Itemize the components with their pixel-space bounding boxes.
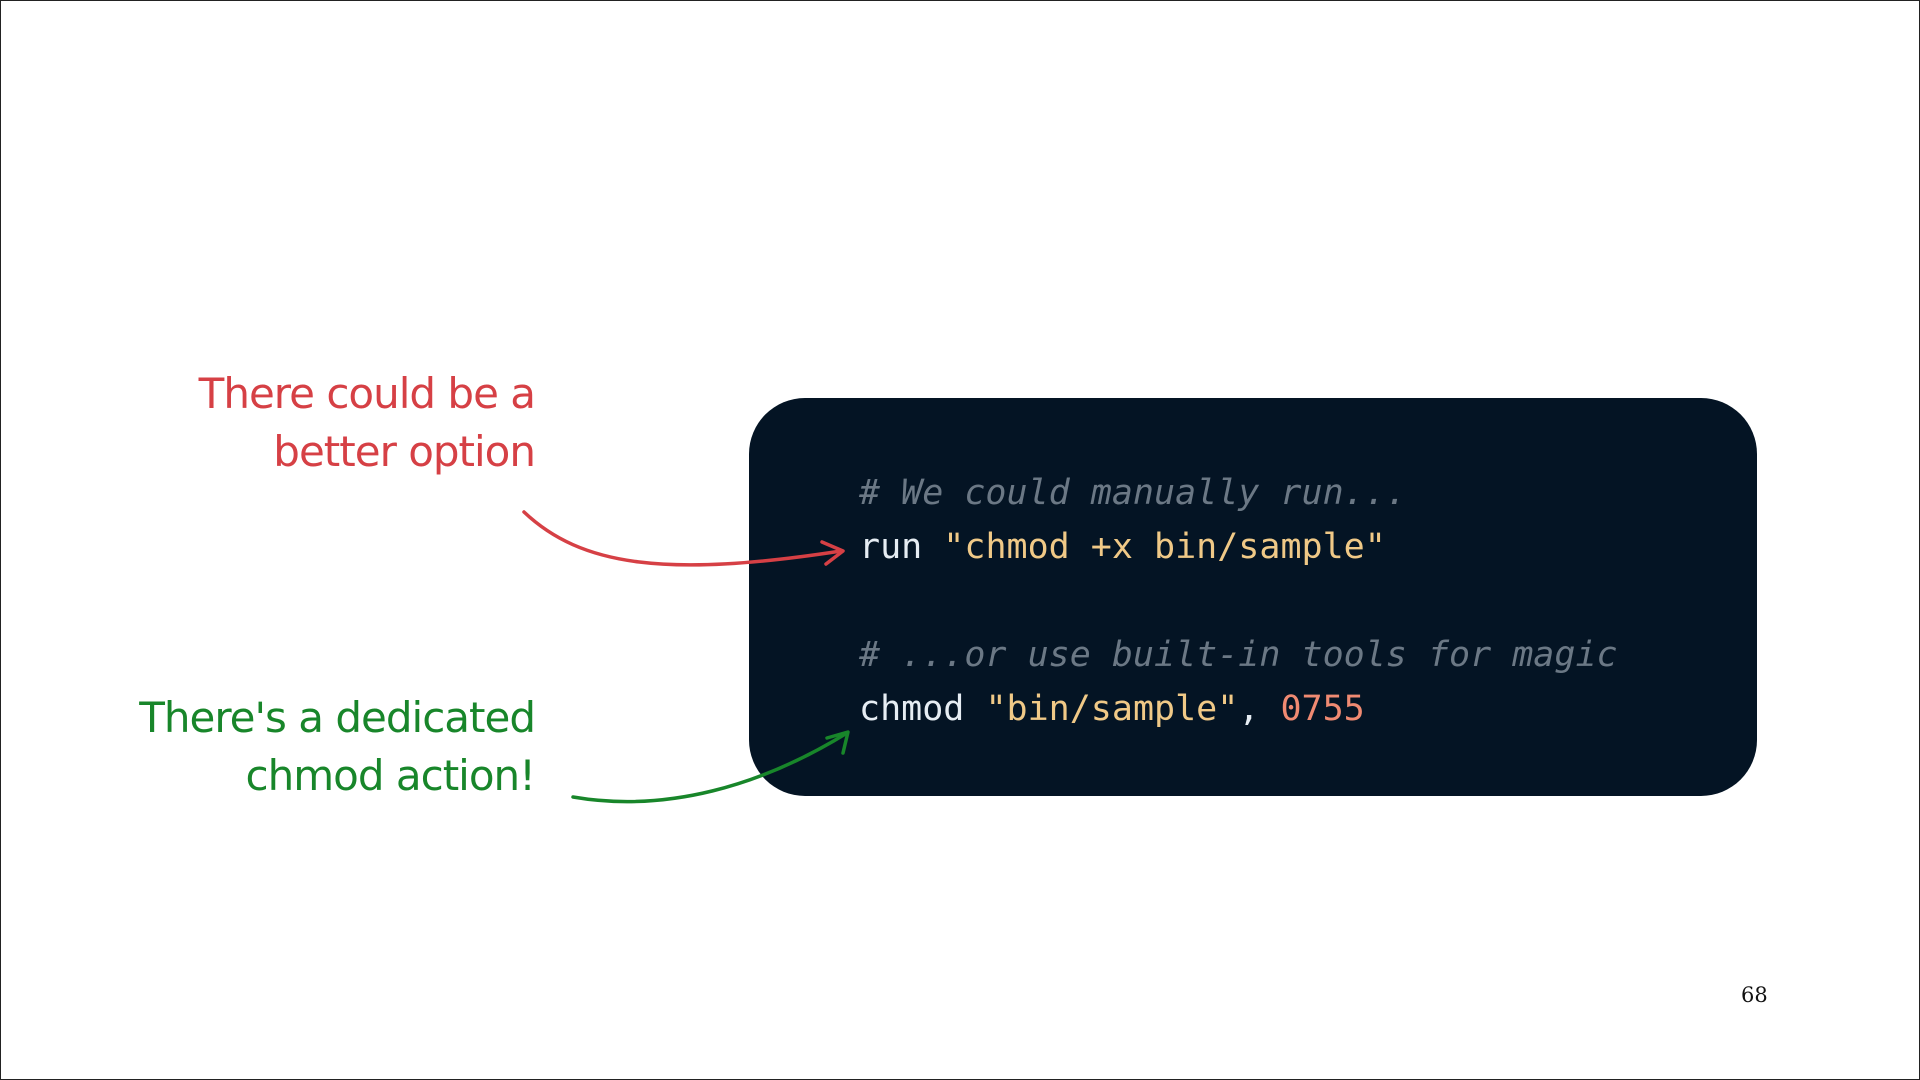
code-comment: # We could manually run... bbox=[859, 473, 1407, 513]
annotation-line: There's a dedicated bbox=[139, 693, 536, 742]
code-line-chmod: chmod "bin/sample", 0755 bbox=[859, 682, 1757, 736]
code-string: "chmod +x bin/sample" bbox=[943, 527, 1386, 567]
code-line-comment-builtin: # ...or use built-in tools for magic bbox=[859, 628, 1757, 682]
annotation-better-option: There could be a better option bbox=[198, 365, 536, 481]
code-number: 0755 bbox=[1280, 689, 1365, 729]
code-space bbox=[922, 527, 943, 567]
code-line-comment-manual: # We could manually run... bbox=[859, 466, 1757, 520]
code-block: # We could manually run... run "chmod +x… bbox=[749, 398, 1757, 796]
annotation-line: There could be a bbox=[198, 369, 536, 418]
code-line-run: run "chmod +x bin/sample" bbox=[859, 520, 1757, 574]
code-blank-line bbox=[859, 574, 1757, 628]
annotation-dedicated-action: There's a dedicated chmod action! bbox=[139, 689, 536, 805]
code-keyword: chmod bbox=[859, 689, 965, 729]
annotation-line: chmod action! bbox=[245, 751, 536, 800]
code-space bbox=[964, 689, 985, 729]
code-comment: # ...or use built-in tools for magic bbox=[859, 635, 1618, 675]
page-number: 68 bbox=[1741, 983, 1768, 1007]
annotation-line: better option bbox=[273, 427, 536, 476]
code-string: "bin/sample" bbox=[985, 689, 1239, 729]
code-keyword: run bbox=[859, 527, 923, 567]
code-separator: , bbox=[1238, 689, 1281, 729]
